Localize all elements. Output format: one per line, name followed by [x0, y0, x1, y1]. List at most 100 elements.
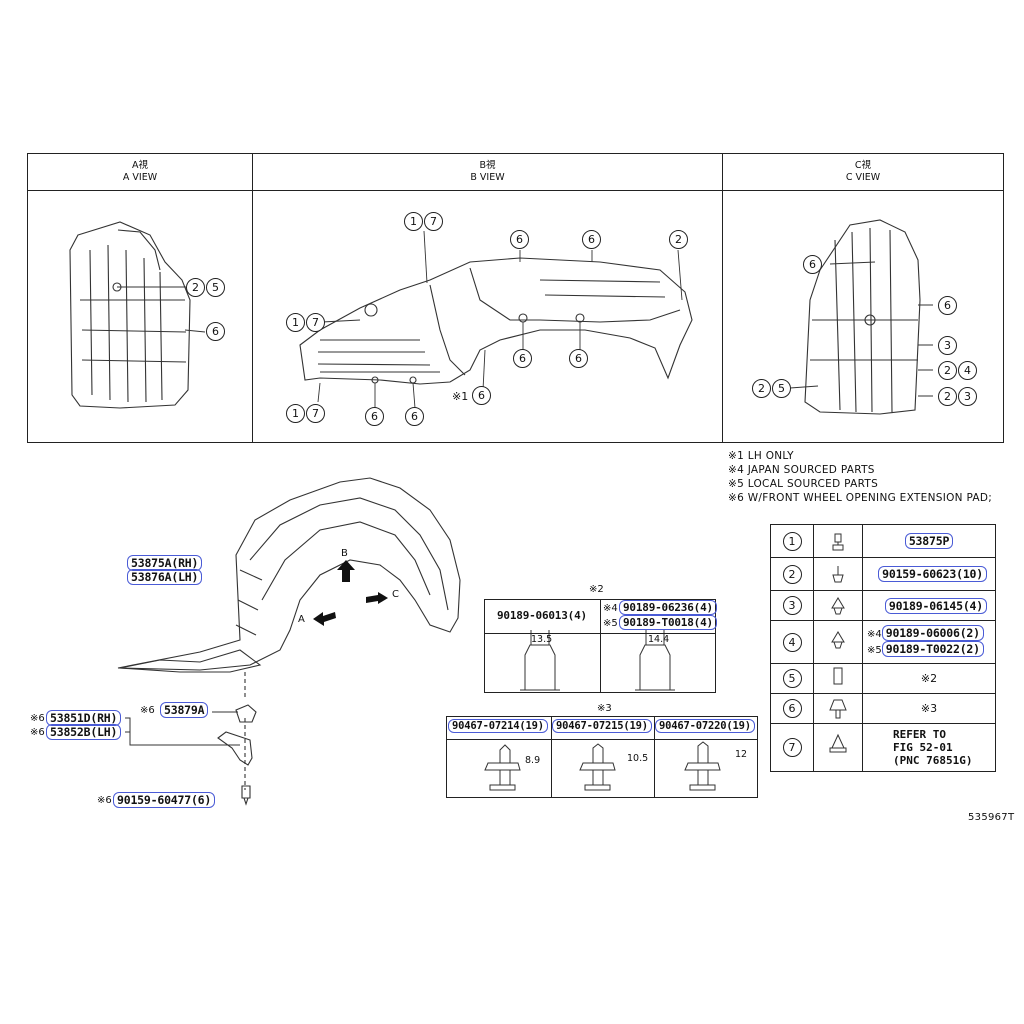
legend-part-7[interactable]: REFER TO FIG 52-01 (PNC 76851G) — [862, 723, 996, 772]
legend-num-2-circle: 2 — [782, 564, 802, 584]
main-liner-drawing — [117, 477, 461, 790]
part-ext-rh-text: 53851D(RH) — [46, 710, 122, 726]
clip-box-2-divider — [600, 600, 602, 692]
ext-rh-prefix: ※6 — [30, 713, 45, 724]
legend-icon-4 — [813, 620, 863, 664]
clip-3-part-3[interactable]: 90467-07220(19) — [655, 719, 755, 733]
clip-2-left-part[interactable]: 90189-06013(4) — [497, 609, 587, 622]
legend-row-5: 5 ※2 — [770, 663, 996, 694]
b-view-jp: B視 — [479, 160, 496, 171]
legend-row-3: 3 90189-06145(4) — [770, 590, 996, 621]
legend-part-7-line-3: (PNC 76851G) — [893, 754, 973, 767]
legend-row-2: 2 90159-60623(10) — [770, 557, 996, 591]
clip-box-2: 90189-06013(4) ※4 90189-06236(4) ※5 9018… — [484, 599, 717, 693]
legend-num-7-circle: 7 — [782, 738, 802, 757]
legend-part-4-prefix-2: ※5 — [867, 645, 882, 656]
clip-3-part-2-text: 90467-07215(19) — [552, 719, 652, 733]
legend-num-5-circle: 5 — [782, 669, 802, 688]
legend-part-3[interactable]: 90189-06145(4) — [862, 590, 996, 621]
figure-code: 535967T — [968, 812, 1015, 823]
b-view-note-mark: ※1 — [452, 390, 469, 403]
b-view-callout-1b: 1 — [286, 313, 305, 332]
c-view-callout-3b: 3 — [958, 387, 977, 406]
part-ext-rh[interactable]: 53851D(RH) — [46, 710, 122, 726]
part-liner-rh[interactable]: 53875A(RH) — [127, 555, 203, 571]
a-view-jp: A視 — [132, 160, 148, 171]
b-view-callout-6e: 6 — [569, 349, 588, 368]
legend-part-2-text: 90159-60623(10) — [878, 566, 987, 582]
clip-box-3-divider-2 — [654, 717, 656, 797]
c-view-cell: C視 C VIEW — [723, 154, 1003, 442]
clip-2-right-part-1-text: 90189-06236(4) — [619, 600, 717, 615]
clip-3-dim-1: 8.9 — [525, 755, 541, 766]
legend-part-7-line-2: FIG 52-01 — [893, 741, 953, 754]
clip-drawings-2 — [520, 630, 675, 691]
b-view-en: B VIEW — [470, 172, 505, 183]
c-view-callout-5: 5 — [772, 379, 791, 398]
c-view-callout-3a: 3 — [938, 336, 957, 355]
legend-row-6: 6 ※3 — [770, 693, 996, 724]
legend-part-1[interactable]: 53875P — [862, 524, 996, 558]
legend-part-5: ※2 — [862, 663, 996, 694]
clip-3-part-2[interactable]: 90467-07215(19) — [552, 719, 652, 733]
clip-box-3-row-divider — [447, 739, 757, 741]
part-liner-lh[interactable]: 53876A(LH) — [127, 569, 203, 585]
clip-2-dim-right: 14.4 — [648, 634, 670, 645]
b-view-callout-6c: 6 — [472, 386, 491, 405]
a-view-callout-6: 6 — [206, 322, 225, 341]
part-screw[interactable]: 90159-60477(6) — [113, 792, 216, 808]
extension-drawing — [125, 704, 257, 806]
c-view-callout-4: 4 — [958, 361, 977, 380]
legend-part-2[interactable]: 90159-60623(10) — [862, 557, 996, 591]
part-liner-rh-text: 53875A(RH) — [127, 555, 203, 571]
legend-part-4-prefix: ※4 — [867, 629, 882, 640]
b-view-callout-6f: 6 — [510, 230, 529, 249]
b-view-callout-1c: 1 — [286, 404, 305, 423]
legend-num-4-circle: 4 — [782, 632, 802, 652]
clip-box-2-row-divider — [485, 633, 715, 635]
b-view-callout-7b: 7 — [306, 313, 325, 332]
legend-part-6-text: ※3 — [920, 702, 938, 715]
legend-icon-3 — [813, 590, 863, 621]
b-view-cell: B視 B VIEW — [253, 154, 723, 442]
c-view-jp: C視 — [854, 160, 872, 171]
b-view-callout-1a: 1 — [404, 212, 423, 231]
clip-2-right-part-1[interactable]: 90189-06236(4) — [619, 600, 717, 615]
a-view-en: A VIEW — [122, 172, 158, 183]
clip-drawings-3 — [484, 741, 721, 791]
c-view-callout-6b: 6 — [938, 296, 957, 315]
clip-3-dim-3: 12 — [735, 749, 748, 760]
clip-3-part-1[interactable]: 90467-07214(19) — [448, 719, 548, 733]
legend-part-4-text: 90189-06006(2) — [881, 625, 984, 641]
clip-2-prefix-2: ※5 — [603, 618, 618, 629]
clip-box-3-divider-1 — [551, 717, 553, 797]
arrow-label-b: B — [341, 548, 348, 559]
part-pad[interactable]: 53879A — [160, 702, 209, 718]
arrow-label-a: A — [298, 614, 305, 625]
part-liner-lh-text: 53876A(LH) — [127, 569, 203, 585]
b-view-header: B視 B VIEW — [253, 154, 722, 191]
c-view-callout-2a: 2 — [938, 361, 957, 380]
clip-2-right-part-2[interactable]: 90189-T0018(4) — [619, 615, 717, 630]
c-view-en: C VIEW — [845, 172, 881, 183]
legend-row-1: 1 53875P — [770, 524, 996, 558]
b-view-callout-6a: 6 — [365, 407, 384, 426]
legend-icon-2 — [813, 557, 863, 591]
clip-2-right-part-2-text: 90189-T0018(4) — [619, 615, 717, 630]
clip-box-3: 90467-07214(19) 90467-07215(19) 90467-07… — [446, 716, 758, 798]
legend-num-4: 4 — [770, 620, 814, 664]
clip-3-part-3-text: 90467-07220(19) — [655, 719, 755, 733]
legend-num-7: 7 — [770, 723, 814, 772]
clip-2-prefix-1: ※4 — [603, 603, 618, 614]
legend-table: 1 53875P 2 90159-60623(10) 3 90189-06145… — [770, 524, 996, 772]
b-view-callout-7a: 7 — [424, 212, 443, 231]
screw-prefix: ※6 — [97, 795, 112, 806]
b-view-callout-7c: 7 — [306, 404, 325, 423]
a-view-callout-2: 2 — [186, 278, 205, 297]
legend-num-3-circle: 3 — [782, 596, 802, 615]
legend-num-3: 3 — [770, 590, 814, 621]
clip-box-3-title: ※3 — [597, 703, 612, 714]
part-ext-lh[interactable]: 53852B(LH) — [46, 724, 122, 740]
clip-3-part-1-text: 90467-07214(19) — [448, 719, 548, 733]
